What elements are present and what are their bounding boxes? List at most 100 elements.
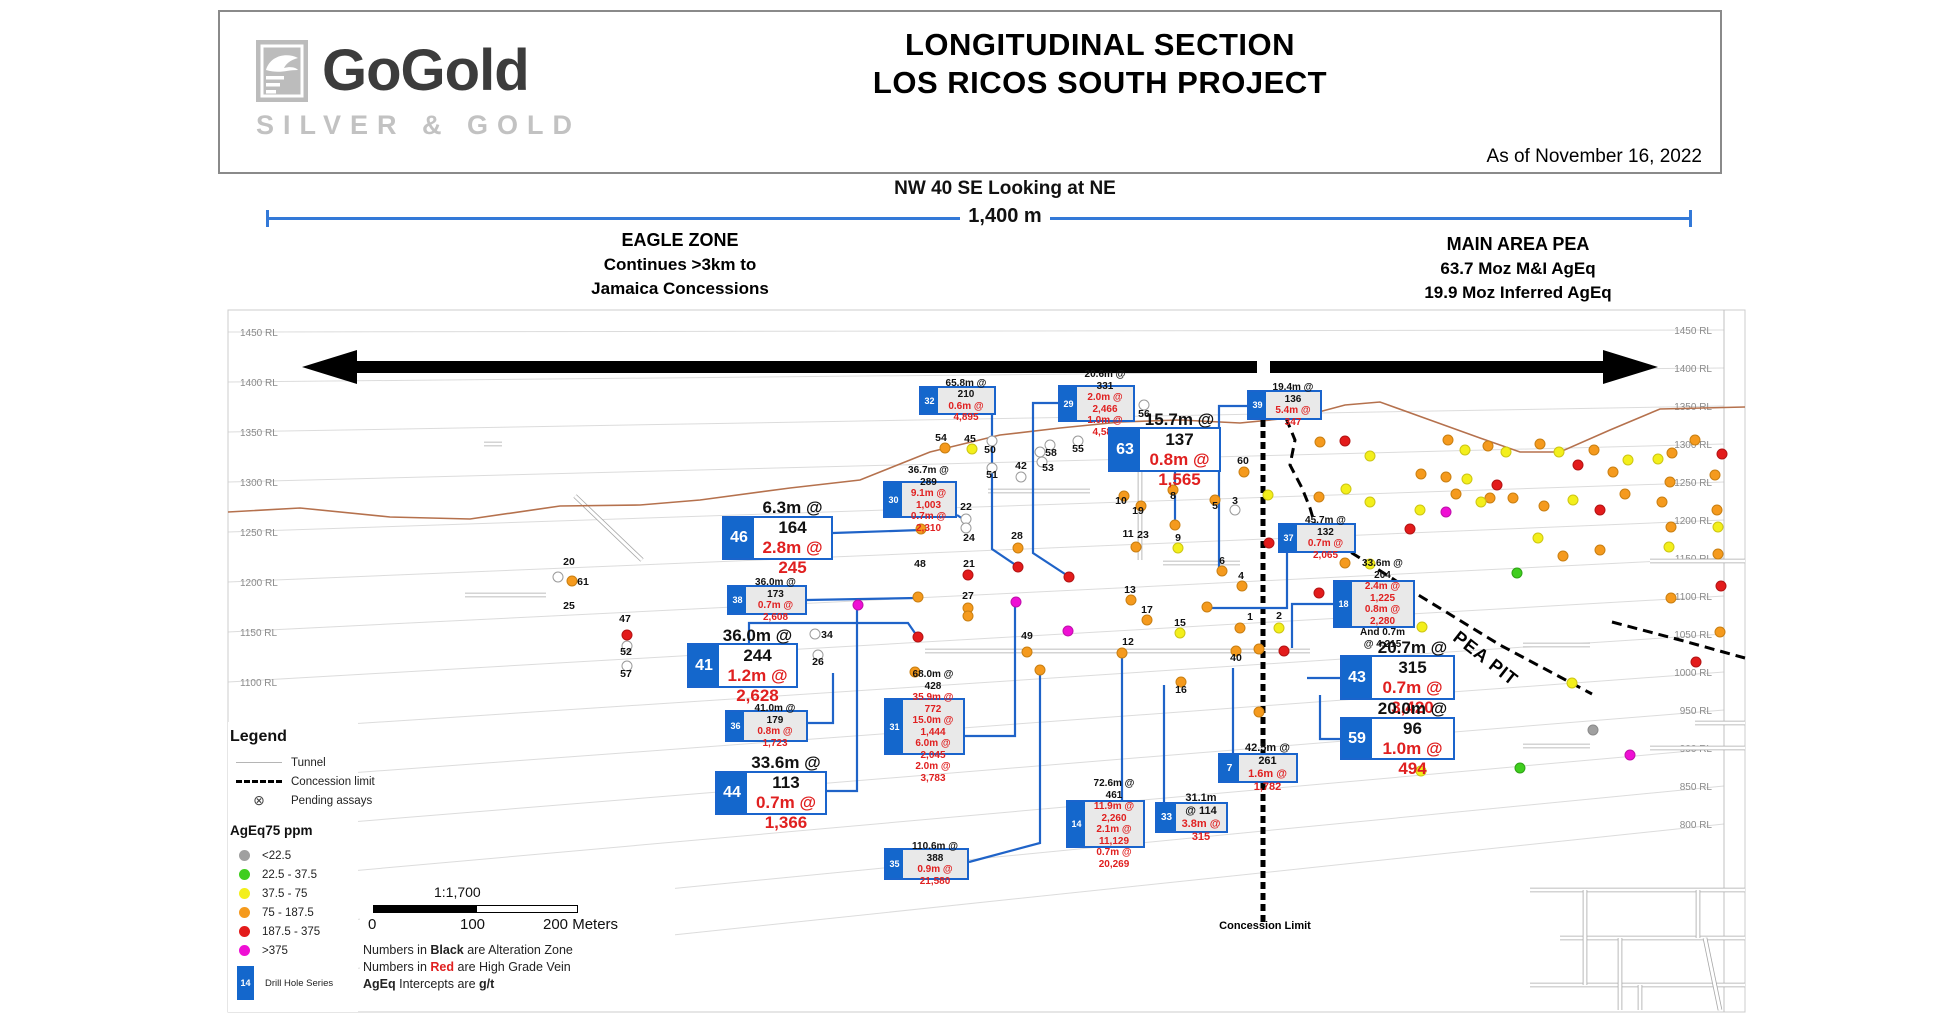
gridline xyxy=(227,443,1725,483)
intercept-value: 0.7m @ 2,065 xyxy=(1307,538,1344,561)
company-logo: GoGold SILVER & GOLD xyxy=(256,40,676,141)
drill-hole-dot xyxy=(1201,601,1213,613)
intercept-value: And 0.7m @ 4,215 xyxy=(1359,627,1405,650)
section-frame xyxy=(227,309,1746,1013)
intercept-value: 0.8m @ 2,280 xyxy=(1364,604,1401,627)
intercept-value: 5.4m @ 347 xyxy=(1275,405,1311,428)
rl-label-left: 1200 RL xyxy=(240,578,278,589)
drill-hole-dot xyxy=(1511,567,1523,579)
intercept-value: 1.6m @ 1,782 xyxy=(1248,768,1287,793)
scale-tick-100: 100 xyxy=(460,916,486,933)
rl-label-left: 1250 RL xyxy=(240,528,278,539)
callout-chip: 7 xyxy=(1220,755,1239,781)
drill-hole-dot xyxy=(1174,627,1186,639)
drill-hole-dot xyxy=(809,628,821,640)
rl-label-right: 850 RL xyxy=(1680,782,1713,793)
hole-number-label: 61 xyxy=(577,576,589,588)
scale-tick-200: 200 Meters xyxy=(543,916,619,933)
drill-hole-dot xyxy=(1340,483,1352,495)
callout-chip: 38 xyxy=(729,587,746,613)
ageq-class-label: 37.5 - 75 xyxy=(262,887,308,900)
callout-chip: 36 xyxy=(727,712,744,740)
scale-panel: 1:1,700 0 100 200 Meters Numbers in Blac… xyxy=(360,878,675,1000)
drill-hole-dot xyxy=(1622,454,1634,466)
hole-number-label: 8 xyxy=(1170,490,1176,502)
intercept-value: 41.0m @ 179 xyxy=(754,703,796,726)
hole-number-label: 55 xyxy=(1072,443,1084,455)
drill-hole-dot xyxy=(812,649,824,661)
drill-hole-dot xyxy=(1314,436,1326,448)
intercept-value: 20.6m @ 331 xyxy=(1084,369,1126,392)
drill-hole-dot xyxy=(852,599,864,611)
drill-hole-dot xyxy=(1253,643,1265,655)
intercept-value: 110.6m @ 388 xyxy=(912,841,958,864)
logo-wordmark: GoGold xyxy=(322,38,530,103)
view-direction-label: NW 40 SE Looking at NE xyxy=(894,178,1116,199)
concession-icon xyxy=(236,780,282,783)
gogold-eagle-icon xyxy=(256,40,308,102)
hole-number-label: 19 xyxy=(1132,505,1144,517)
measure-tick-left xyxy=(266,210,269,227)
eagle-zone-sub2: Jamaica Concessions xyxy=(591,279,769,298)
ageq-class-row: <22.5 xyxy=(228,846,358,865)
rl-label-right: 1450 RL xyxy=(1674,326,1712,337)
drill-hole-dot xyxy=(1238,466,1250,478)
drill-hole-dot xyxy=(1450,488,1462,500)
drill-hole-dot xyxy=(566,575,578,587)
hole-number-label: 45 xyxy=(964,433,976,445)
drill-hole-dot xyxy=(1712,521,1724,533)
drill-hole-dot xyxy=(1594,544,1606,556)
drill-hole-dot xyxy=(1553,446,1565,458)
hole-number-label: 49 xyxy=(1021,630,1033,642)
hole-number-label: 21 xyxy=(963,558,975,570)
hole-number-label: 25 xyxy=(563,600,575,612)
drill-hole-dot xyxy=(552,571,564,583)
drill-hole-dot xyxy=(1135,500,1147,512)
drill-hole-dot xyxy=(1587,724,1599,736)
ageq-class-row: 75 - 187.5 xyxy=(228,903,358,922)
gridline xyxy=(227,595,1725,683)
drill-hole-dot xyxy=(1507,492,1519,504)
gridline xyxy=(227,405,1725,433)
hole-number-label: 57 xyxy=(620,668,632,680)
drill-hole-dot xyxy=(1169,519,1181,531)
drill-hole-dot xyxy=(1665,521,1677,533)
page-title: LONGITUDINAL SECTION LOS RICOS SOUTH PRO… xyxy=(700,26,1500,102)
drill-hole-dot xyxy=(1440,506,1452,518)
gridline xyxy=(227,329,1725,333)
intercept-value: 2.0m @ 2,466 xyxy=(1087,392,1123,415)
section-length-label: 1,400 m xyxy=(705,205,1305,228)
measure-tick-right xyxy=(1689,210,1692,227)
drill-hole-dot xyxy=(621,640,633,652)
eagle-zone-sub1: Continues >3km to xyxy=(603,255,757,274)
callout-chip: 43 xyxy=(1342,657,1372,698)
drill-hole-dot xyxy=(1339,557,1351,569)
intercept-value: 42.5m @ 261 xyxy=(1245,742,1290,767)
callout-leader-31 xyxy=(965,606,1017,738)
drill-hole-dot xyxy=(1491,479,1503,491)
drill-hole-dot xyxy=(1130,541,1142,553)
callout-leader-29 xyxy=(1031,401,1069,577)
drill-hole-dot xyxy=(1175,676,1187,688)
intercept-value: 0.9m @ 21,580 xyxy=(917,864,953,887)
hole-number-label: 17 xyxy=(1141,604,1153,616)
drill-hole-dot xyxy=(1666,447,1678,459)
intercept-value: 0.6m @ 4,895 xyxy=(948,400,984,424)
legend-item-label: Concession limit xyxy=(291,775,375,788)
drill-hole-dot xyxy=(1588,444,1600,456)
ageq-class-dot xyxy=(239,907,250,918)
drill-hole-dot xyxy=(621,660,633,672)
drill-hole-dot xyxy=(1415,468,1427,480)
hole-number-label: 9 xyxy=(1175,532,1181,544)
